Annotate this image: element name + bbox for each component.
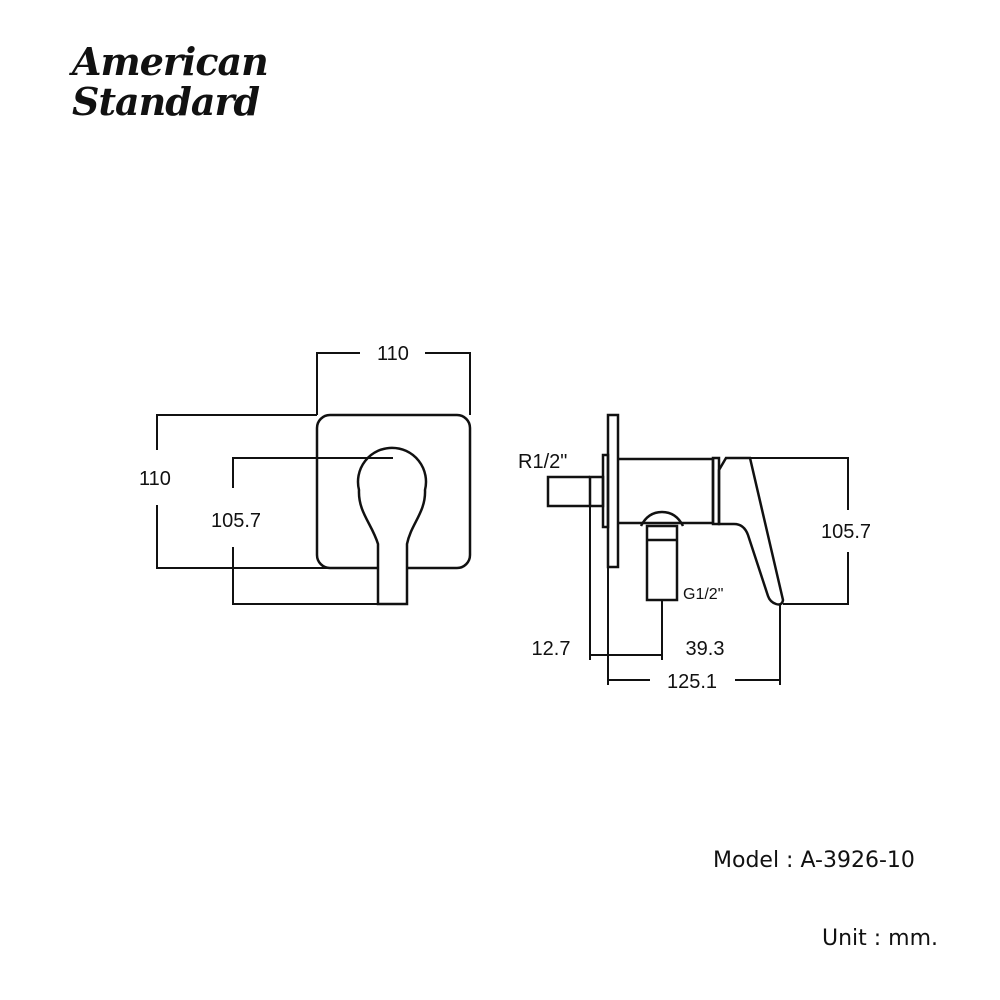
front-handle-height-label: 105.7 [211,510,261,532]
logo-line-2: Standard [72,79,260,124]
depth-label: 125.1 [667,671,717,693]
front-height-label: 110 [139,468,171,490]
wall-flange [606,413,620,569]
model-number: Model : A-3926-10 [713,848,915,873]
inlet-offset-label: 12.7 [532,638,571,660]
outlet-dome [639,510,685,527]
inlet-thread-label: R1/2" [518,451,567,473]
unit-label: Unit : mm. [822,926,939,951]
outlet-pipe [645,524,679,602]
front-view: 110 110 105.7 [139,343,472,606]
side-view: R1/2" G1/2" 105.7 12.7 39.3 125.1 [518,413,871,693]
handle-front [356,446,428,606]
outlet-offset-label: 39.3 [686,638,725,660]
brand-logo: American Standard [72,39,269,124]
outlet-thread-label: G1/2" [683,586,723,603]
inlet-nut [588,475,605,508]
inlet-stub [546,475,590,508]
side-height-label: 105.7 [821,521,871,543]
logo-line-1: American [72,39,269,84]
front-width-label: 110 [377,343,409,365]
handle-side [717,456,785,606]
